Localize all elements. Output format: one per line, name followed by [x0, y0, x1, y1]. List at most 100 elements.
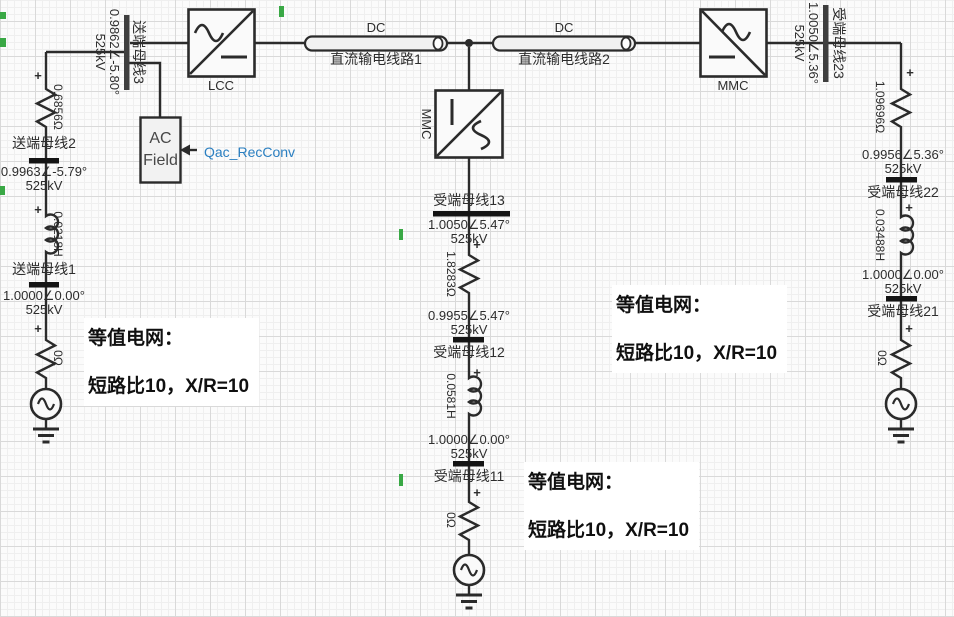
bus-bar-send3[interactable] — [124, 15, 130, 90]
bus-send1-voltage: 1.0000∠0.00° — [3, 288, 85, 303]
mmc-mid-label: MMC — [419, 108, 434, 140]
plus-send-source-resistor: + — [34, 321, 42, 336]
bus-rec13-kv: 525kV — [450, 231, 488, 246]
resistor-send-source-symbol[interactable] — [34, 337, 58, 380]
green-artifact-marks — [0, 6, 403, 486]
bus-rec11-kv: 525kV — [450, 446, 488, 461]
ground-right-icon — [888, 427, 914, 444]
annotation-equivalent-grid-right[interactable]: 等值电网： 短路比10，X/R=10 — [612, 285, 788, 373]
resistor-right-source-value: 0Ω — [875, 350, 889, 366]
mmc-right-converter-symbol[interactable] — [699, 8, 768, 78]
bus-rec12-kv: 525kV — [450, 322, 488, 337]
mmc-right-label: MMC — [717, 78, 749, 93]
dc-line2-type-label: DC — [554, 20, 574, 35]
grounds — [33, 427, 914, 610]
bus-rec22-name: 受端母线22 — [867, 184, 939, 200]
bus-bar-rec23[interactable] — [823, 5, 829, 82]
bus-rec11-name: 受端母线11 — [433, 468, 505, 484]
bus-rec12-voltage: 0.9955∠5.47° — [428, 308, 510, 323]
annotation-line2: 短路比10，X/R=10 — [616, 343, 778, 364]
annotation-line1: 等值电网： — [528, 472, 624, 493]
dc-line2-symbol[interactable] — [491, 35, 637, 52]
wires — [44, 41, 903, 595]
bus-rec21-voltage: 1.0000∠0.00° — [862, 267, 944, 282]
inductor-mid-value: 0.0581H — [444, 373, 458, 419]
bus-send3-voltage: 0.9862∠-5.80° — [107, 8, 122, 96]
bus-bars — [29, 5, 917, 467]
bus-send2-name: 送端母线2 — [12, 135, 76, 151]
plus-send-resistor: + — [34, 68, 42, 83]
bus-rec22-kv: 525kV — [884, 161, 922, 176]
bus-bar-rec12[interactable] — [453, 337, 484, 343]
plus-mid-source-resistor: + — [473, 485, 481, 500]
inductor-right-value: 0.03488H — [873, 208, 887, 262]
bus-rec12-name: 受端母线12 — [433, 344, 505, 360]
resistor-mid-symbol[interactable] — [457, 252, 481, 295]
qac-recconv-signal-label: Qac_RecConv — [204, 144, 296, 160]
dc-line2-name-label: 直流输电线路2 — [518, 51, 610, 67]
resistor-mid-source-symbol[interactable] — [457, 499, 481, 542]
ground-send-icon — [33, 427, 59, 444]
ac-source-mid-symbol[interactable] — [452, 553, 486, 587]
bus-bar-rec13[interactable] — [433, 211, 510, 217]
plus-send-inductor: + — [34, 202, 42, 217]
ac-field-line2: Field — [143, 152, 178, 169]
ac-field-block-symbol[interactable] — [139, 116, 198, 184]
resistor-right-symbol[interactable] — [889, 86, 913, 129]
mmc-mid-converter-symbol[interactable] — [434, 89, 504, 159]
bus-bar-rec21[interactable] — [886, 296, 917, 302]
annotation-equivalent-grid-send[interactable]: 等值电网： 短路比10，X/R=10 — [84, 318, 260, 406]
annotation-line2: 短路比10，X/R=10 — [528, 520, 690, 541]
bus-rec22-voltage: 0.9956∠5.36° — [862, 147, 944, 162]
plus-right-resistor: + — [906, 65, 914, 80]
annotation-line2: 短路比10，X/R=10 — [88, 376, 250, 397]
bus-rec13-voltage: 1.0050∠5.47° — [428, 217, 510, 232]
plus-mid-inductor: + — [473, 365, 481, 380]
lcc-converter-symbol[interactable] — [187, 8, 256, 78]
inductor-mid-symbol[interactable] — [466, 375, 483, 417]
resistor-send-value: 0.6856Ω — [51, 84, 65, 130]
resistor-right-source-symbol[interactable] — [889, 337, 913, 380]
bus-rec21-name: 受端母线21 — [867, 303, 939, 319]
bus-rec21-kv: 525kV — [884, 281, 922, 296]
bus-send1-kv: 525kV — [25, 302, 63, 317]
resistor-mid-value: 1.8283Ω — [444, 251, 458, 297]
bus-rec23-voltage: 1.0050∠5.36° — [806, 2, 821, 84]
inductors — [43, 213, 915, 417]
plus-right-source-resistor: + — [905, 321, 913, 336]
bus-send3-kv: 525kV — [93, 33, 108, 71]
ac-source-right-symbol[interactable] — [884, 387, 918, 421]
dc-line1-symbol[interactable] — [303, 35, 449, 52]
ac-field-line1: AC — [149, 130, 172, 147]
bus-bar-send1[interactable] — [29, 282, 59, 288]
bus-rec23-name: 受端母线23 — [831, 7, 847, 79]
bus-bar-send2[interactable] — [29, 158, 59, 164]
annotation-line1: 等值电网： — [616, 295, 712, 316]
bus-bar-rec11[interactable] — [453, 461, 484, 467]
bus-rec11-voltage: 1.0000∠0.00° — [428, 432, 510, 447]
bus-send1-name: 送端母线1 — [12, 261, 76, 277]
ac-sources — [29, 387, 918, 587]
plus-mid-resistor: + — [473, 237, 481, 252]
bus-rec13-name: 受端母线13 — [433, 192, 505, 208]
annotation-equivalent-grid-mid[interactable]: 等值电网： 短路比10，X/R=10 — [524, 462, 700, 550]
ac-field-block-text: AC Field — [141, 118, 180, 182]
bus-bar-rec22[interactable] — [886, 177, 917, 183]
dc-line1-type-label: DC — [366, 20, 386, 35]
resistor-mid-source-value: 0Ω — [444, 512, 458, 528]
bus-send2-kv: 525kV — [25, 178, 63, 193]
dc-junction-node — [465, 39, 473, 47]
bus-send2-voltage: 0.9963∠-5.79° — [0, 164, 88, 179]
inductor-send-symbol[interactable] — [43, 213, 60, 255]
resistor-send-symbol[interactable] — [34, 86, 58, 129]
inductor-right-symbol[interactable] — [898, 214, 915, 256]
dc-line1-name-label: 直流输电线路1 — [330, 51, 422, 67]
annotation-line1: 等值电网： — [88, 328, 184, 349]
ac-source-send-symbol[interactable] — [29, 387, 63, 421]
bus-rec23-kv: 525kV — [792, 24, 807, 62]
inductor-send-value: 0.0218H — [51, 211, 65, 257]
plus-right-inductor: + — [905, 200, 913, 215]
bus-send3-name: 送端母线3 — [131, 20, 147, 84]
